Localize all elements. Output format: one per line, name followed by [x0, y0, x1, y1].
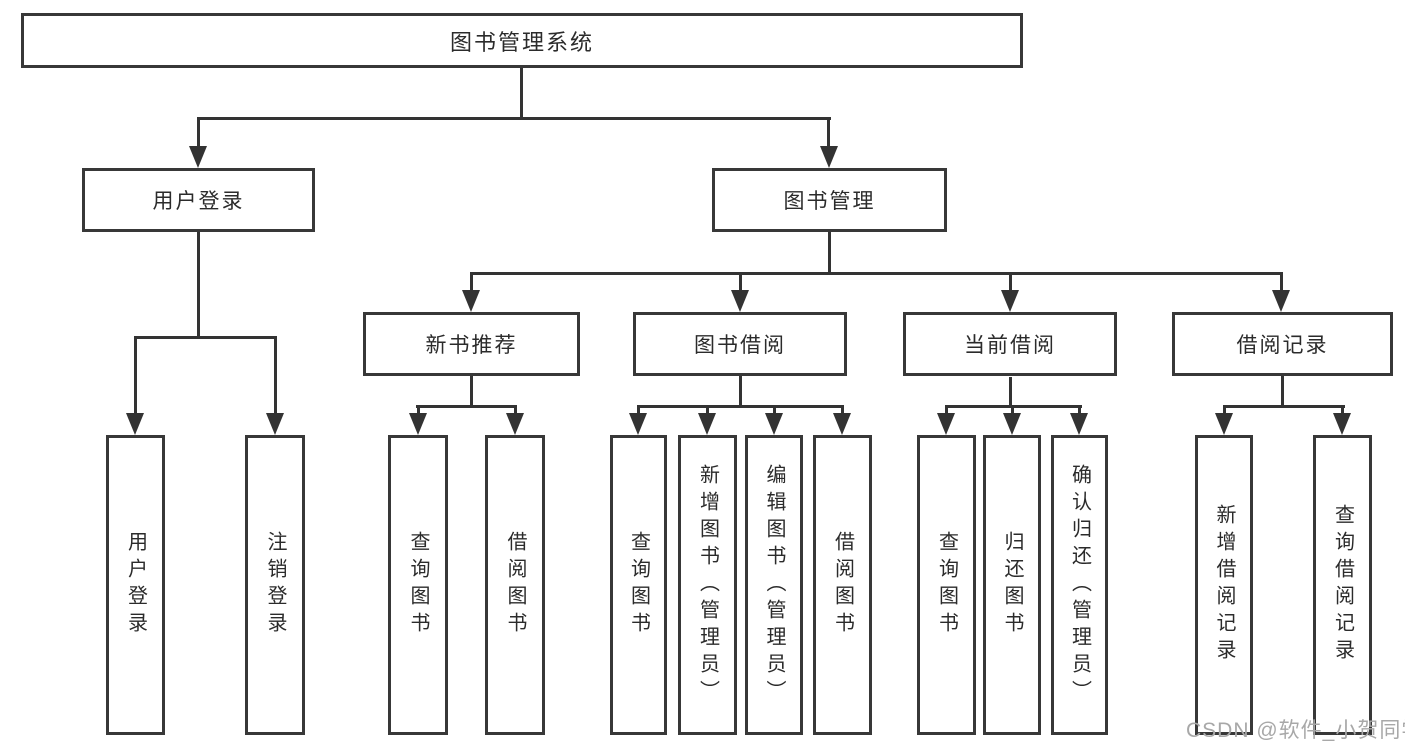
connector-line [197, 117, 200, 151]
leaf-label: 查询借阅记录 [1331, 504, 1354, 666]
csdn-watermark: CSDN @软件_小贺同学 [1186, 719, 1405, 742]
connector-line [637, 405, 640, 417]
connector-line [1223, 405, 1345, 408]
arrowhead-icon [189, 146, 207, 168]
node-book-management: 图书管理 [712, 168, 947, 232]
leaf-edit-books-admin: 编辑图书（管理员） [745, 435, 803, 735]
arrowhead-icon [1070, 413, 1088, 435]
connector-line [274, 336, 277, 416]
leaf-query-books-2: 查询图书 [610, 435, 667, 735]
connector-line [470, 272, 1283, 275]
connector-line [1009, 377, 1012, 407]
connector-line [470, 376, 473, 407]
leaf-label: 确认归还（管理员） [1068, 463, 1091, 707]
connector-line [739, 272, 742, 294]
leaf-query-borrow-record: 查询借阅记录 [1313, 435, 1372, 735]
connector-line [1223, 405, 1226, 417]
connector-line [470, 272, 473, 294]
leaf-query-books-1: 查询图书 [388, 435, 448, 735]
connector-line [841, 405, 844, 417]
arrowhead-icon [1215, 413, 1233, 435]
leaf-user-login: 用户登录 [106, 435, 165, 735]
arrowhead-icon [833, 413, 851, 435]
leaf-borrow-books-2: 借阅图书 [813, 435, 872, 735]
node-book-borrowing: 图书借阅 [633, 312, 847, 376]
leaf-label: 新增图书（管理员） [696, 463, 719, 707]
connector-line [197, 232, 200, 338]
connector-line [134, 336, 137, 416]
connector-line [1280, 272, 1283, 294]
arrowhead-icon [765, 413, 783, 435]
leaf-label: 借阅图书 [504, 531, 526, 639]
arrowhead-icon [506, 413, 524, 435]
leaf-add-borrow-record: 新增借阅记录 [1195, 435, 1253, 735]
connector-line [827, 117, 830, 151]
arrowhead-icon [1272, 290, 1290, 312]
connector-line [706, 405, 709, 417]
connector-line [1009, 272, 1012, 294]
arrowhead-icon [731, 290, 749, 312]
leaf-label: 查询图书 [627, 531, 650, 639]
connector-line [773, 405, 776, 417]
leaf-query-books-3: 查询图书 [917, 435, 976, 735]
connector-line [520, 68, 523, 120]
arrowhead-icon [820, 146, 838, 168]
node-user-login: 用户登录 [82, 168, 315, 232]
leaf-borrow-books-1: 借阅图书 [485, 435, 545, 735]
connector-line [416, 405, 517, 408]
leaf-label: 编辑图书（管理员） [763, 463, 785, 707]
arrowhead-icon [1333, 413, 1351, 435]
arrowhead-icon [1003, 413, 1021, 435]
node-borrowing-records: 借阅记录 [1172, 312, 1393, 376]
connector-line [828, 232, 831, 274]
node-current-borrowing: 当前借阅 [903, 312, 1117, 376]
connector-line [1011, 405, 1014, 417]
connector-line [1281, 376, 1284, 407]
arrowhead-icon [698, 413, 716, 435]
leaf-label: 新增借阅记录 [1213, 504, 1235, 666]
leaf-label: 查询图书 [935, 531, 958, 639]
leaf-return-books: 归还图书 [983, 435, 1041, 735]
node-library-management-system: 图书管理系统 [21, 13, 1023, 68]
connector-line [1078, 405, 1081, 417]
leaf-logout: 注销登录 [245, 435, 305, 735]
connector-line [417, 405, 420, 417]
connector-line [739, 376, 742, 407]
arrowhead-icon [409, 413, 427, 435]
arrowhead-icon [266, 413, 284, 435]
connector-line [637, 405, 844, 408]
connector-line [945, 405, 948, 417]
leaf-label: 用户登录 [124, 531, 147, 639]
leaf-add-books-admin: 新增图书（管理员） [678, 435, 737, 735]
arrowhead-icon [462, 290, 480, 312]
connector-line [514, 405, 517, 417]
arrowhead-icon [937, 413, 955, 435]
leaf-label: 查询图书 [407, 531, 429, 639]
arrowhead-icon [629, 413, 647, 435]
connector-line [1341, 405, 1344, 417]
connector-line [134, 336, 277, 339]
node-new-book-recommendation: 新书推荐 [363, 312, 580, 376]
leaf-label: 归还图书 [1001, 531, 1023, 639]
arrowhead-icon [126, 413, 144, 435]
connector-line [197, 117, 831, 120]
leaf-label: 注销登录 [264, 531, 286, 639]
leaf-label: 借阅图书 [831, 531, 854, 639]
arrowhead-icon [1001, 290, 1019, 312]
leaf-confirm-return-admin: 确认归还（管理员） [1051, 435, 1108, 735]
